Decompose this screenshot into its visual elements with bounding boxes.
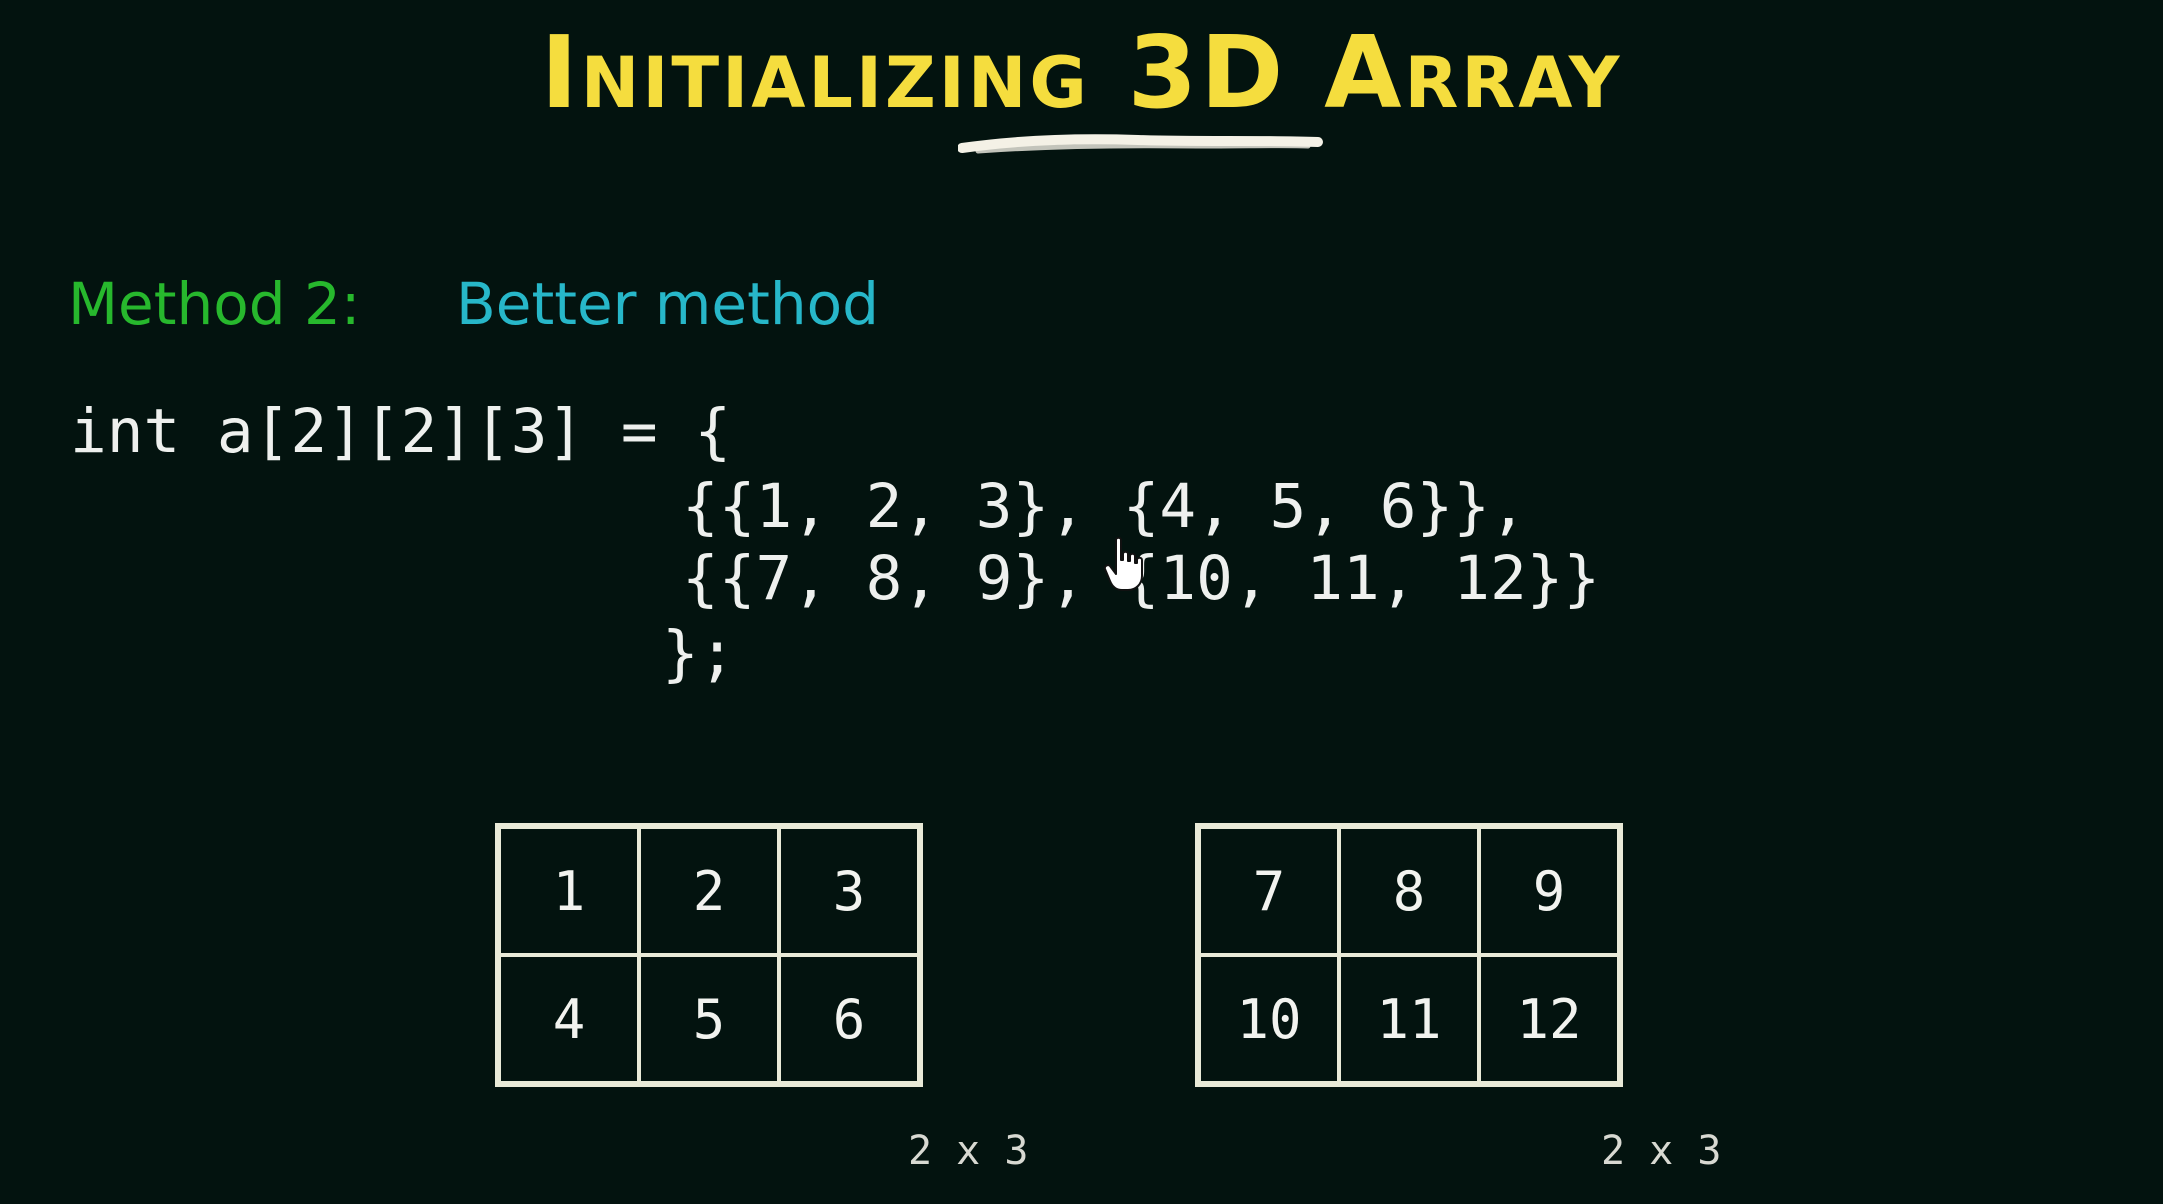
method-description: Better method	[456, 270, 879, 338]
table-cell: 8	[1339, 827, 1479, 955]
table-cell: 2	[639, 827, 779, 955]
table-cell: 3	[779, 827, 919, 955]
code-line-closing: };	[662, 618, 736, 689]
slide-title: Initializing 3D Array	[540, 14, 1623, 131]
array-table-2: 7 8 9 10 11 12	[1195, 823, 1623, 1087]
table-cell: 10	[1199, 955, 1339, 1083]
table-cell: 9	[1479, 827, 1619, 955]
table-cell: 1	[499, 827, 639, 955]
array-table-1: 1 2 3 4 5 6	[495, 823, 923, 1087]
hand-pointer-icon	[1104, 536, 1143, 591]
method-label: Method 2:	[68, 270, 361, 338]
table-cell: 5	[639, 955, 779, 1083]
code-line-first-block: {{1, 2, 3}, {4, 5, 6}},	[682, 471, 1527, 542]
table-cell: 6	[779, 955, 919, 1083]
table-1-dimensions: 2 x 3	[908, 1128, 1029, 1174]
table-2-dimensions: 2 x 3	[1601, 1128, 1722, 1174]
code-line-second-block: {{7, 8, 9}, {10, 11, 12}}	[682, 543, 1601, 614]
table-cell: 7	[1199, 827, 1339, 955]
title-underline-stroke	[958, 134, 1323, 154]
table-cell: 12	[1479, 955, 1619, 1083]
code-line-declaration: int a[2][2][3] = {	[70, 396, 732, 467]
table-cell: 11	[1339, 955, 1479, 1083]
table-cell: 4	[499, 955, 639, 1083]
